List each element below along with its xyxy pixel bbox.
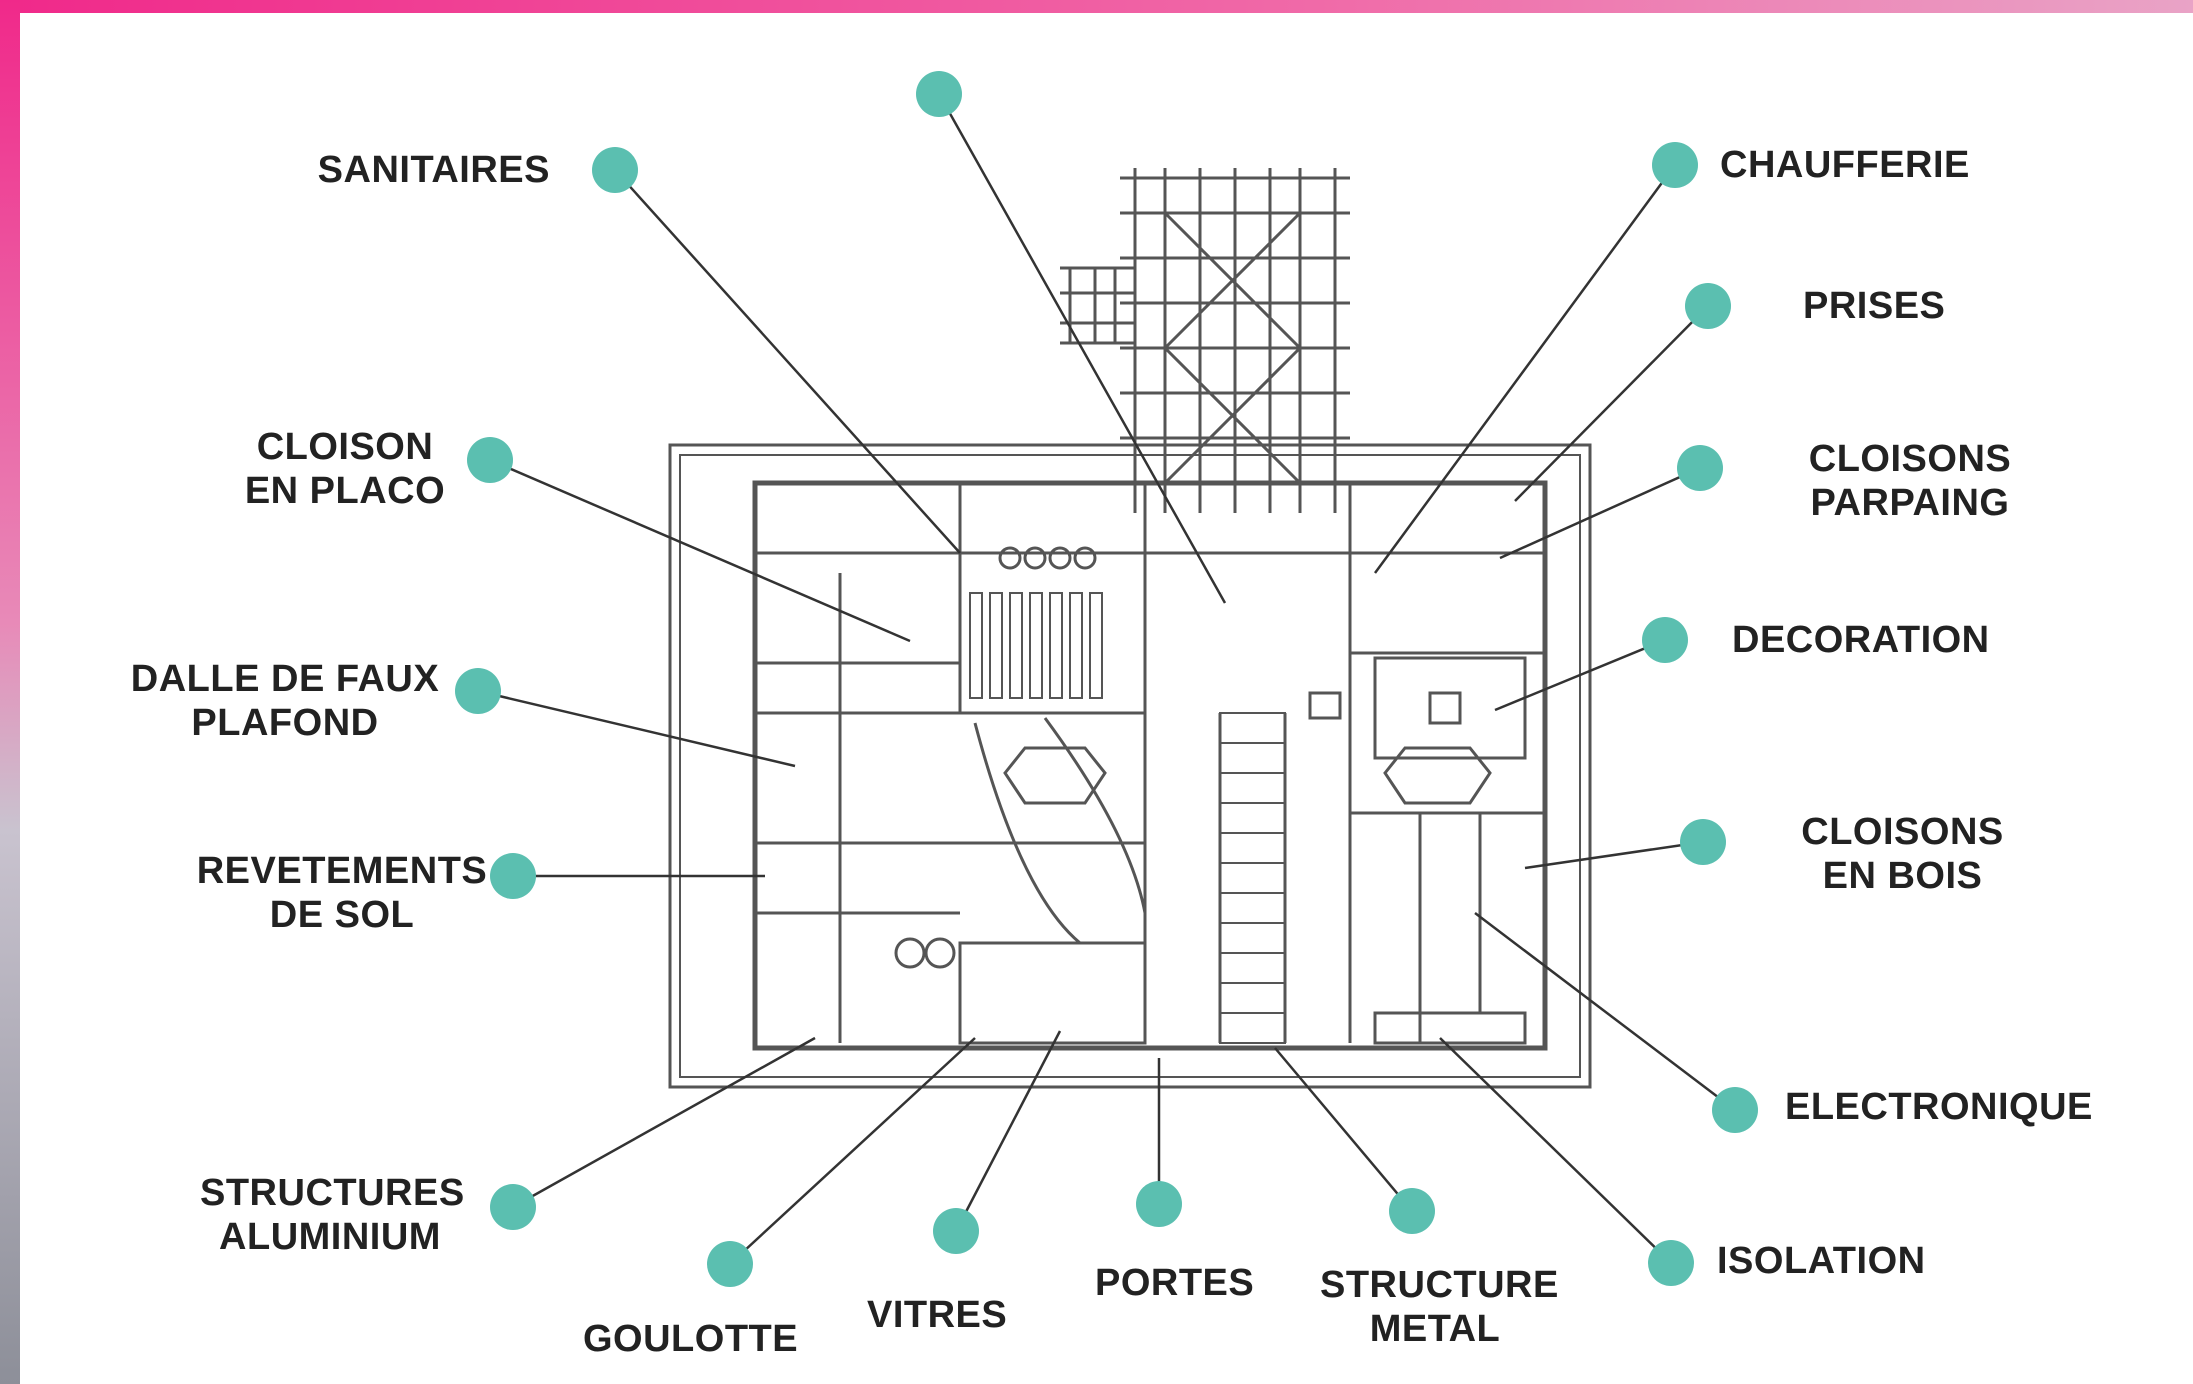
- leader-lines: [477, 93, 1736, 1265]
- label-prises-text: PRISES: [1803, 285, 1946, 327]
- cloisons-parpaing-dot: [1677, 445, 1723, 491]
- central-stair: [1219, 712, 1286, 1044]
- interior-walls: [755, 483, 1545, 1045]
- sanitaires-dot: [592, 147, 638, 193]
- label-sanitaires-text: SANITAIRES: [317, 149, 550, 191]
- label-prises: PRISES: [1803, 284, 1945, 328]
- label-cloison-placo-line1: CLOISON: [256, 426, 434, 468]
- label-structures-aluminium-line2: ALUMINIUM: [219, 1216, 441, 1258]
- label-structures-aluminium-line1: STRUCTURES: [200, 1172, 465, 1214]
- label-decoration-text: DECORATION: [1732, 619, 1990, 661]
- label-decoration: DECORATION: [1732, 618, 1990, 662]
- label-portes-text: PORTES: [1095, 1262, 1255, 1304]
- dalle-faux-plafond-dot: [455, 668, 501, 714]
- cloison-placo-dot: [467, 437, 513, 483]
- label-revetements-sol: REVETEMENTS DE SOL: [182, 849, 502, 937]
- label-structure-metal-line2: METAL: [1369, 1308, 1501, 1350]
- decoration-dot: [1642, 617, 1688, 663]
- prises-dot: [1685, 283, 1731, 329]
- label-dalle-line2: PLAFOND: [191, 702, 379, 744]
- label-isolation-text: ISOLATION: [1717, 1240, 1926, 1282]
- frame-left-border: [0, 0, 20, 1384]
- label-cloisons-parpaing-line2: PARPAING: [1810, 482, 2010, 524]
- floor-plan: [668, 168, 1592, 1089]
- structures-aluminium-dot: [490, 1184, 536, 1230]
- label-cloisons-parpaing-line1: CLOISONS: [1808, 438, 2012, 480]
- cloisons-bois-dot: [1680, 819, 1726, 865]
- label-goulotte-text: GOULOTTE: [583, 1318, 799, 1360]
- label-dalle-faux-plafond: DALLE DE FAUX PLAFOND: [115, 657, 455, 745]
- label-revetements-line2: DE SOL: [269, 894, 415, 936]
- label-isolation: ISOLATION: [1717, 1239, 1926, 1283]
- floor-plan-diagram: [455, 71, 1758, 1287]
- label-portes: PORTES: [1095, 1261, 1254, 1305]
- structure-metal-dot: [1389, 1188, 1435, 1234]
- label-cloison-placo: CLOISON EN PLACO: [220, 425, 470, 513]
- label-dalle-line1: DALLE DE FAUX: [130, 658, 440, 700]
- diagram-canvas: SANITAIRES CHAUFFERIE PRISES CLOISON EN …: [20, 13, 2193, 1384]
- frame-top-border: [0, 0, 2193, 13]
- label-cloison-placo-line2: EN PLACO: [244, 470, 446, 512]
- label-electronique: ELECTRONIQUE: [1785, 1085, 2093, 1129]
- seating-rows: [969, 592, 1103, 699]
- portes-dot: [1136, 1181, 1182, 1227]
- label-cloisons-bois: CLOISONS EN BOIS: [1770, 810, 2035, 898]
- label-vitres: VITRES: [867, 1293, 1007, 1337]
- revetements-sol-dot: [490, 853, 536, 899]
- label-vitres-text: VITRES: [867, 1294, 1008, 1336]
- label-chaufferie-text: CHAUFFERIE: [1720, 144, 1970, 186]
- electronique-dot: [1712, 1087, 1758, 1133]
- label-goulotte: GOULOTTE: [583, 1317, 798, 1361]
- label-cloisons-parpaing: CLOISONS PARPAING: [1775, 437, 2045, 525]
- label-cloisons-bois-line2: EN BOIS: [1822, 855, 1983, 897]
- label-structure-metal: STRUCTURE METAL: [1320, 1263, 1559, 1351]
- chaufferie-dot: [1652, 142, 1698, 188]
- metal-structure-top: [1060, 168, 1350, 513]
- vitres-dot: [933, 1208, 979, 1254]
- unlabeled-callout-dot: [916, 71, 962, 117]
- label-revetements-line1: REVETEMENTS: [196, 850, 488, 892]
- label-structure-metal-line1: STRUCTURE: [1320, 1264, 1559, 1306]
- label-cloisons-bois-line1: CLOISONS: [1801, 811, 2004, 853]
- label-electronique-text: ELECTRONIQUE: [1785, 1086, 2093, 1128]
- label-sanitaires: SANITAIRES: [310, 148, 550, 192]
- callout-dots: [455, 71, 1758, 1287]
- label-chaufferie: CHAUFFERIE: [1720, 143, 1970, 187]
- label-structures-aluminium: STRUCTURES ALUMINIUM: [200, 1171, 465, 1259]
- isolation-dot: [1648, 1240, 1694, 1286]
- goulotte-dot: [707, 1241, 753, 1287]
